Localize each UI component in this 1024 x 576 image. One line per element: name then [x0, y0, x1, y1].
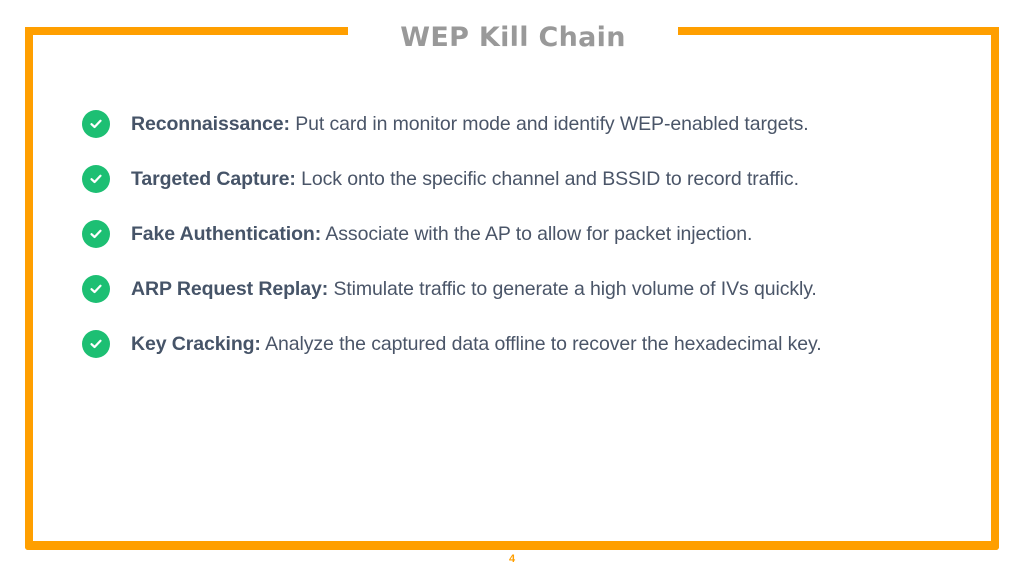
check-circle-icon: [82, 275, 110, 303]
frame-border-right: [991, 27, 999, 550]
kill-chain-list: Reconnaissance: Put card in monitor mode…: [82, 108, 822, 383]
list-item-text: Key Cracking: Analyze the captured data …: [131, 333, 822, 356]
item-description: Lock onto the specific channel and BSSID…: [295, 167, 799, 190]
item-description: Analyze the captured data offline to rec…: [260, 332, 822, 355]
frame-border-left: [25, 27, 33, 550]
list-item: Fake Authentication: Associate with the …: [82, 218, 822, 250]
check-circle-icon: [82, 165, 110, 193]
slide-title: WEP Kill Chain: [400, 22, 626, 53]
list-item-text: Targeted Capture: Lock onto the specific…: [131, 168, 799, 191]
frame-border-top-right: [678, 27, 999, 35]
list-item: Targeted Capture: Lock onto the specific…: [82, 163, 822, 195]
list-item-text: ARP Request Replay: Stimulate traffic to…: [131, 278, 817, 301]
frame-border-top-left: [25, 27, 348, 35]
item-term: Fake Authentication:: [131, 222, 322, 245]
check-circle-icon: [82, 220, 110, 248]
list-item-text: Fake Authentication: Associate with the …: [131, 223, 752, 246]
item-term: ARP Request Replay:: [131, 277, 329, 300]
list-item: Key Cracking: Analyze the captured data …: [82, 328, 822, 360]
page-number: 4: [508, 553, 516, 565]
list-item-text: Reconnaissance: Put card in monitor mode…: [131, 113, 809, 136]
item-term: Reconnaissance:: [131, 112, 290, 135]
check-circle-icon: [82, 330, 110, 358]
frame-border-bottom: [25, 541, 999, 550]
list-item: ARP Request Replay: Stimulate traffic to…: [82, 273, 822, 305]
item-description: Associate with the AP to allow for packe…: [321, 222, 753, 245]
item-description: Stimulate traffic to generate a high vol…: [328, 277, 817, 300]
check-circle-icon: [82, 110, 110, 138]
item-description: Put card in monitor mode and identify WE…: [289, 112, 809, 135]
item-term: Targeted Capture:: [131, 167, 296, 190]
item-term: Key Cracking:: [131, 332, 261, 355]
list-item: Reconnaissance: Put card in monitor mode…: [82, 108, 822, 140]
